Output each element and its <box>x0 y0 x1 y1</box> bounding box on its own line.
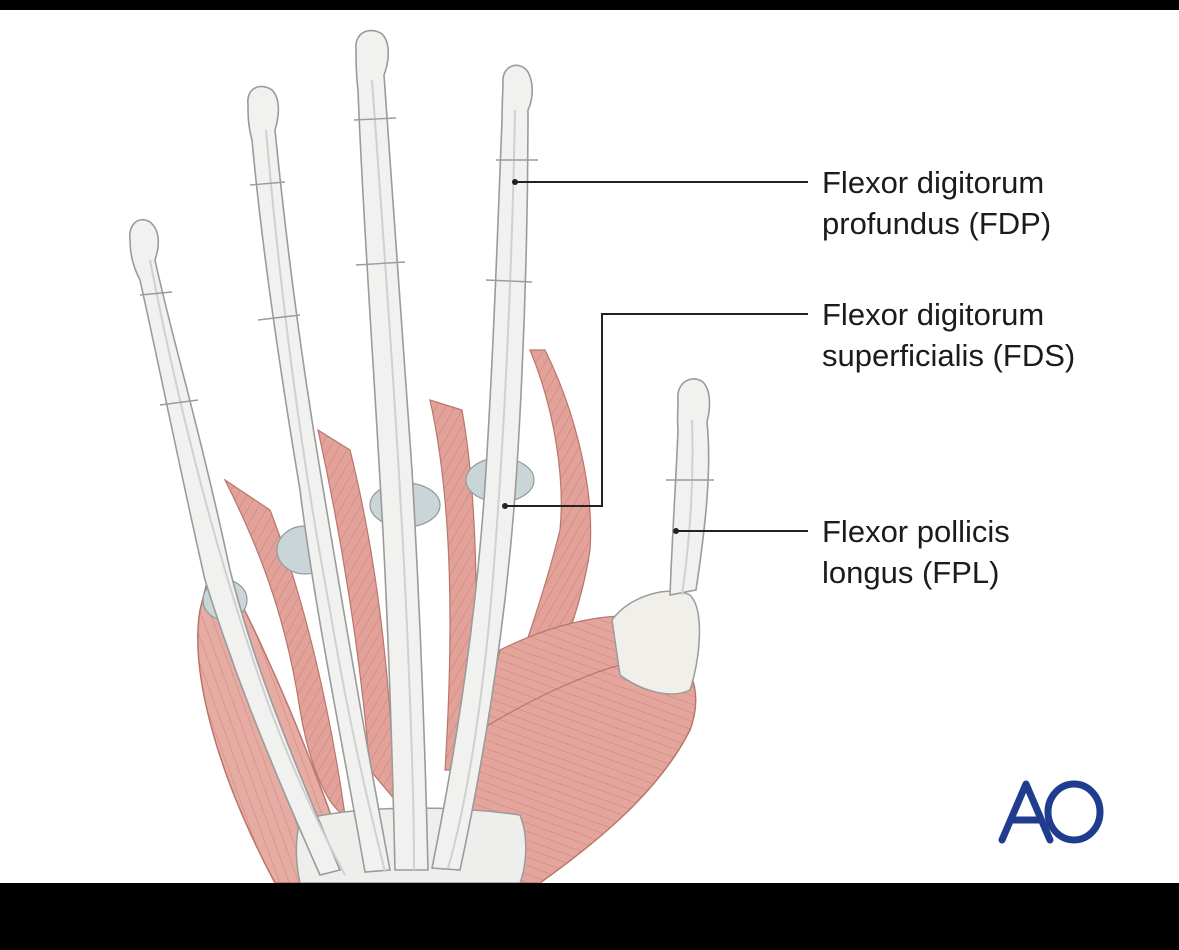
label-flexor-digitorum-superficialis: Flexor digitorum superficialis (FDS) <box>822 294 1075 376</box>
hand-illustration <box>128 29 808 883</box>
leader-dots <box>502 179 679 534</box>
label-fdp-line1: Flexor digitorum <box>822 165 1045 200</box>
bottom-black-bar <box>0 883 1179 950</box>
fds-leader-line <box>505 313 808 507</box>
little-finger <box>128 218 346 876</box>
diagram-canvas: Flexor digitorum profundus (FDP) Flexor … <box>0 10 1179 883</box>
index-finger <box>431 64 538 871</box>
leader-lines <box>505 181 808 532</box>
label-flexor-pollicis-longus: Flexor pollicis longus (FPL) <box>822 511 1010 593</box>
top-black-bar <box>0 0 1179 10</box>
thumb-capsule <box>611 590 701 695</box>
ring-finger <box>247 85 391 873</box>
thumb <box>666 378 714 596</box>
label-flexor-digitorum-profundus: Flexor digitorum profundus (FDP) <box>822 162 1051 244</box>
label-fpl-line1: Flexor pollicis <box>822 514 1010 549</box>
label-fdp-line2: profundus (FDP) <box>822 206 1052 241</box>
lumbrical-1 <box>223 478 346 816</box>
label-fds-line1: Flexor digitorum <box>822 297 1045 332</box>
label-fpl-line2: longus (FPL) <box>822 555 1000 590</box>
ao-logo <box>998 780 1104 844</box>
label-fds-line2: superficialis (FDS) <box>822 338 1076 373</box>
middle-finger <box>353 29 429 871</box>
